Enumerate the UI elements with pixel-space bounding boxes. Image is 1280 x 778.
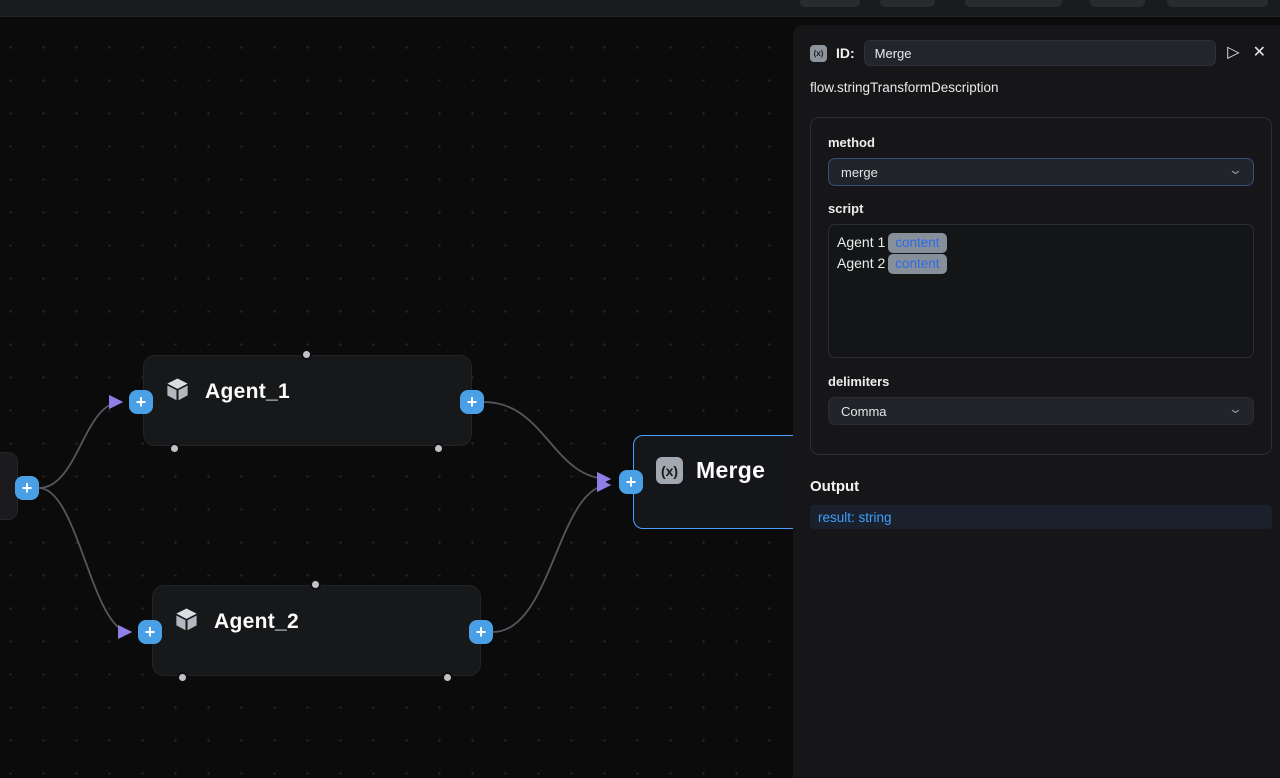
node-id-input[interactable] [863, 40, 1217, 66]
method-label: method [828, 135, 875, 150]
agent2-output-plus-handle[interactable]: + [469, 620, 493, 644]
properties-panel: (x) ID: ▷ ✕ flow.stringTransformDescript… [793, 25, 1280, 778]
chevron-down-icon: ⌄ [1227, 162, 1244, 177]
edge-start-to-agent2[interactable] [38, 487, 133, 640]
agent1-bottom-right-port[interactable] [435, 445, 442, 452]
edge-agent1-to-merge[interactable] [483, 401, 612, 487]
agent1-output-plus-handle[interactable]: + [460, 390, 484, 414]
agent1-top-port[interactable] [303, 351, 310, 358]
toolbar-button[interactable] [880, 0, 935, 7]
method-select[interactable]: merge ⌄ [828, 158, 1254, 186]
script-text: Agent 2 [837, 255, 886, 271]
toolbar-button[interactable] [800, 0, 860, 7]
node-agent-1[interactable]: Agent_1 [143, 355, 472, 446]
output-heading: Output [810, 478, 860, 495]
agent1-input-plus-handle[interactable]: + [129, 390, 153, 414]
panel-header: (x) ID: ▷ ✕ [793, 25, 1280, 66]
node-title: Agent_1 [205, 380, 290, 403]
cube-icon [173, 606, 200, 638]
node-title: Merge [696, 457, 766, 483]
agent2-top-port[interactable] [312, 581, 319, 588]
delimiters-value: Comma [841, 403, 887, 419]
node-description: flow.stringTransformDescription [810, 80, 999, 95]
node-title: Agent_2 [214, 610, 299, 633]
delimiters-label: delimiters [828, 374, 890, 389]
fx-icon: (x) [656, 457, 683, 484]
cube-icon [164, 376, 191, 408]
agent1-bottom-left-port[interactable] [171, 445, 178, 452]
toolbar-button[interactable] [965, 0, 1062, 7]
edges-layer [38, 394, 612, 640]
node-merge[interactable]: (x) Merge [633, 435, 811, 529]
agent2-bottom-right-port[interactable] [444, 674, 451, 681]
content-variable-chip[interactable]: content [888, 233, 947, 253]
node-agent-2[interactable]: Agent_2 [152, 585, 481, 676]
close-panel-button[interactable]: ✕ [1252, 44, 1266, 61]
toolbar-button[interactable] [1090, 0, 1145, 7]
script-label: script [828, 201, 864, 216]
run-button[interactable]: ▷ [1227, 44, 1240, 61]
content-variable-chip[interactable]: content [888, 254, 947, 274]
edge-agent2-to-merge[interactable] [492, 477, 612, 633]
script-text: Agent 1 [837, 234, 886, 250]
toolbar-button[interactable] [1167, 0, 1268, 7]
edge-start-to-agent1[interactable] [38, 394, 124, 489]
delimiters-select[interactable]: Comma ⌄ [828, 397, 1254, 425]
output-result-item[interactable]: result: string [810, 505, 1272, 529]
merge-input-plus-handle[interactable]: + [619, 470, 643, 494]
top-toolbar [0, 0, 1280, 17]
agent2-input-plus-handle[interactable]: + [138, 620, 162, 644]
fx-icon: (x) [810, 44, 827, 62]
method-value: merge [841, 164, 878, 180]
id-label: ID: [836, 45, 855, 61]
agent2-bottom-left-port[interactable] [179, 674, 186, 681]
chevron-down-icon: ⌄ [1227, 401, 1244, 416]
start-node-plus-handle[interactable]: + [15, 476, 39, 500]
